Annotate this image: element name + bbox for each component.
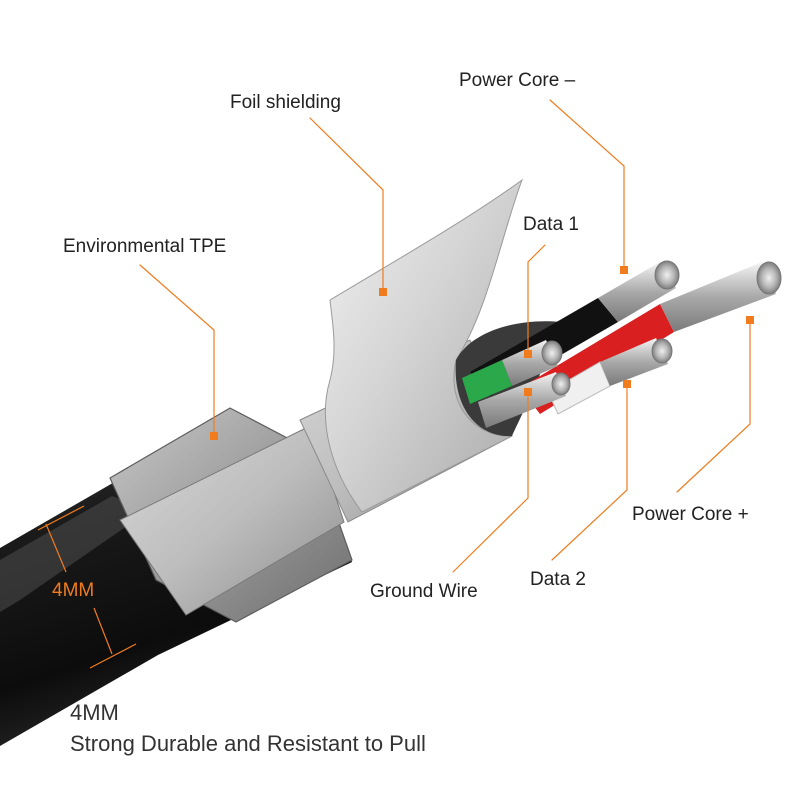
leader-line-foil-shielding xyxy=(309,117,384,293)
marker-power-core-minus xyxy=(620,266,628,274)
leader-line-ground-wire xyxy=(452,391,529,573)
power-core-minus-end xyxy=(654,260,680,290)
marker-data-1 xyxy=(524,350,532,358)
power-core-plus-end xyxy=(756,261,782,295)
leader-line-environmental-tpe xyxy=(139,264,215,437)
leader-line-power-core-minus xyxy=(549,99,625,271)
power-core-plus-conductor xyxy=(660,262,776,332)
shield-sleeve xyxy=(119,424,345,616)
data-2-end xyxy=(651,338,673,364)
data-2-conductor xyxy=(600,338,668,386)
label-ground-wire: Ground Wire xyxy=(370,581,478,602)
label-power-core-minus: Power Core – xyxy=(459,70,576,91)
dimension-line-upper xyxy=(45,523,67,573)
data-1-end xyxy=(541,340,563,366)
label-foil-shielding: Foil shielding xyxy=(230,92,341,113)
dimension-line-lower xyxy=(93,607,113,655)
ground-wire-end xyxy=(551,372,571,396)
dimension-tick-top xyxy=(37,505,85,531)
label-power-core-plus: Power Core + xyxy=(632,504,749,525)
marker-environmental-tpe xyxy=(210,432,218,440)
data-1-insulation xyxy=(462,360,512,404)
label-data-2: Data 2 xyxy=(530,569,586,590)
marker-foil-shielding xyxy=(379,288,387,296)
leader-line-power-core-plus xyxy=(676,319,751,493)
foil-shielding xyxy=(324,178,524,513)
jacket-highlight xyxy=(0,496,150,612)
marker-ground-wire xyxy=(524,388,532,396)
label-data-1: Data 1 xyxy=(523,214,579,235)
leader-line-data-1 xyxy=(527,244,546,355)
marker-data-2 xyxy=(623,380,631,388)
caption-tagline: Strong Durable and Resistant to Pull xyxy=(70,731,426,756)
ground-wire-conductor xyxy=(478,372,566,428)
caption-size: 4MM xyxy=(70,700,119,725)
label-environmental-tpe: Environmental TPE xyxy=(63,236,226,257)
dimension-diameter-label: 4MM xyxy=(52,580,94,601)
leader-line-data-2 xyxy=(551,383,628,561)
marker-power-core-plus xyxy=(746,316,754,324)
dimension-tick-bottom xyxy=(89,643,137,669)
